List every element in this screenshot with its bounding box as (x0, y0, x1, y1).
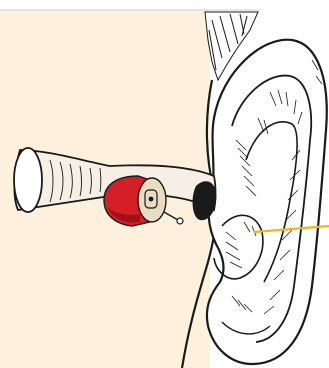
canal-opening (14, 148, 42, 212)
removal-cord-knob (177, 218, 183, 224)
microphone-port (149, 197, 154, 202)
